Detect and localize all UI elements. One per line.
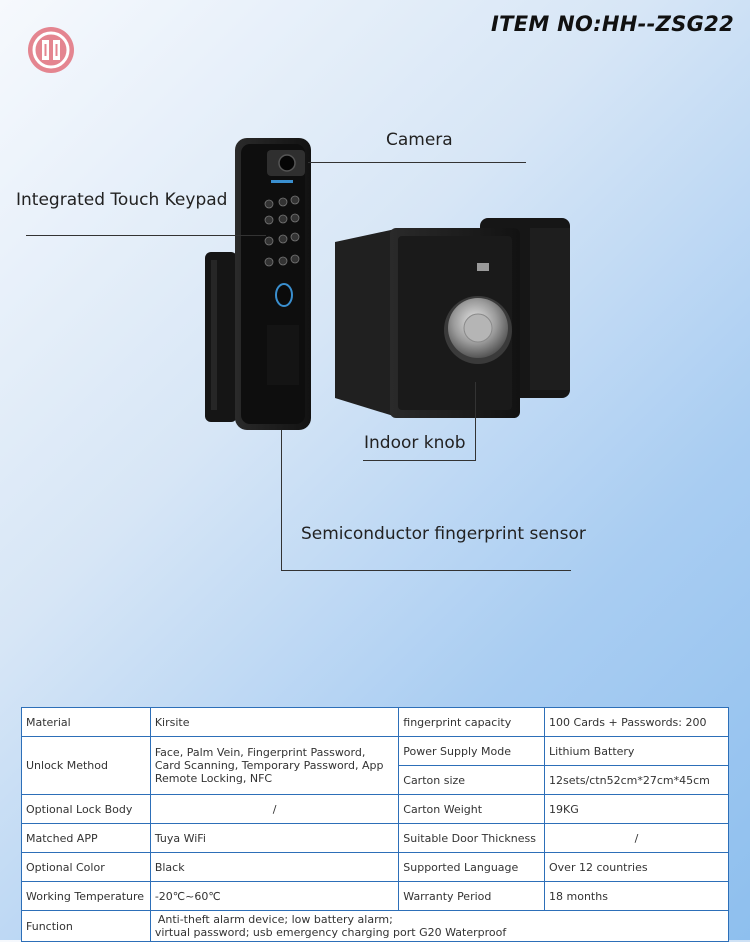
smart-lock-image [205,138,570,430]
temperature-label: Working Temperature [21,881,151,911]
carton-weight-value: 19KG [544,794,729,824]
lock-body-label: Optional Lock Body [21,794,151,824]
carton-size-label: Carton size [398,765,546,795]
power-supply-label: Power Supply Mode [398,736,546,766]
color-value: Black [149,852,400,882]
item-number-title: ITEM NO:HH--ZSG22 [490,12,734,36]
language-value: Over 12 countries [544,852,729,882]
knob-callout: Indoor knob [364,433,466,453]
unlock-method-label: Unlock Method [21,736,151,795]
spec-table: Material Kirsite fingerprint capacity 10… [21,707,730,942]
lock-body-value: / [149,794,400,824]
keypad-callout: Integrated Touch Keypad [16,190,228,210]
warranty-value: 18 months [544,881,729,911]
brand-logo-icon [28,27,74,73]
table-row: Carton size 12sets/ctn52cm*27cm*45cm [22,765,729,795]
table-row: Unlock Method Face, Palm Vein, Fingerpri… [21,736,729,795]
power-supply-value: Lithium Battery [544,736,729,766]
color-label: Optional Color [21,852,151,882]
material-label: Material [21,707,151,737]
table-row: Optional Lock Body / Carton Weight 19KG [21,794,729,824]
temperature-value: -20℃~60℃ [149,881,400,911]
function-label: Function [21,910,151,942]
door-thickness-label: Suitable Door Thickness [398,823,546,853]
unlock-method-value: Face, Palm Vein, Fingerprint Password, C… [149,736,400,795]
fingerprint-callout: Semiconductor fingerprint sensor [301,524,586,544]
table-row: Function Anti-theft alarm device; low ba… [21,910,730,942]
matched-app-label: Matched APP [21,823,151,853]
knob-callout-line [363,460,476,461]
carton-size-value: 12sets/ctn52cm*27cm*45cm [544,765,729,795]
language-label: Supported Language [398,852,546,882]
knob-callout-line-vertical [475,382,476,460]
table-row: Matched APP Tuya WiFi Suitable Door Thic… [21,823,729,853]
camera-callout-line [308,162,526,163]
fingerprint-callout-line [281,570,571,571]
camera-callout: Camera [386,130,453,150]
fingerprint-capacity-value: 100 Cards + Passwords: 200 [544,707,729,737]
table-row: Working Temperature -20℃~60℃ Warranty Pe… [21,881,729,911]
material-value: Kirsite [149,707,400,737]
fingerprint-capacity-label: fingerprint capacity [398,707,546,737]
table-row: Optional Color Black Supported Language … [21,852,729,882]
warranty-label: Warranty Period [398,881,546,911]
fingerprint-callout-line-vertical [281,430,282,570]
function-value-line-2: virtual password; usb emergency charging… [154,926,507,939]
function-value: Anti-theft alarm device; low battery ala… [149,910,730,942]
keypad-callout-line [26,235,266,236]
door-thickness-value: / [544,823,729,853]
table-row: Material Kirsite fingerprint capacity 10… [21,707,729,737]
matched-app-value: Tuya WiFi [149,823,400,853]
function-value-line-1: Anti-theft alarm device; low battery ala… [157,913,393,926]
carton-weight-label: Carton Weight [398,794,546,824]
